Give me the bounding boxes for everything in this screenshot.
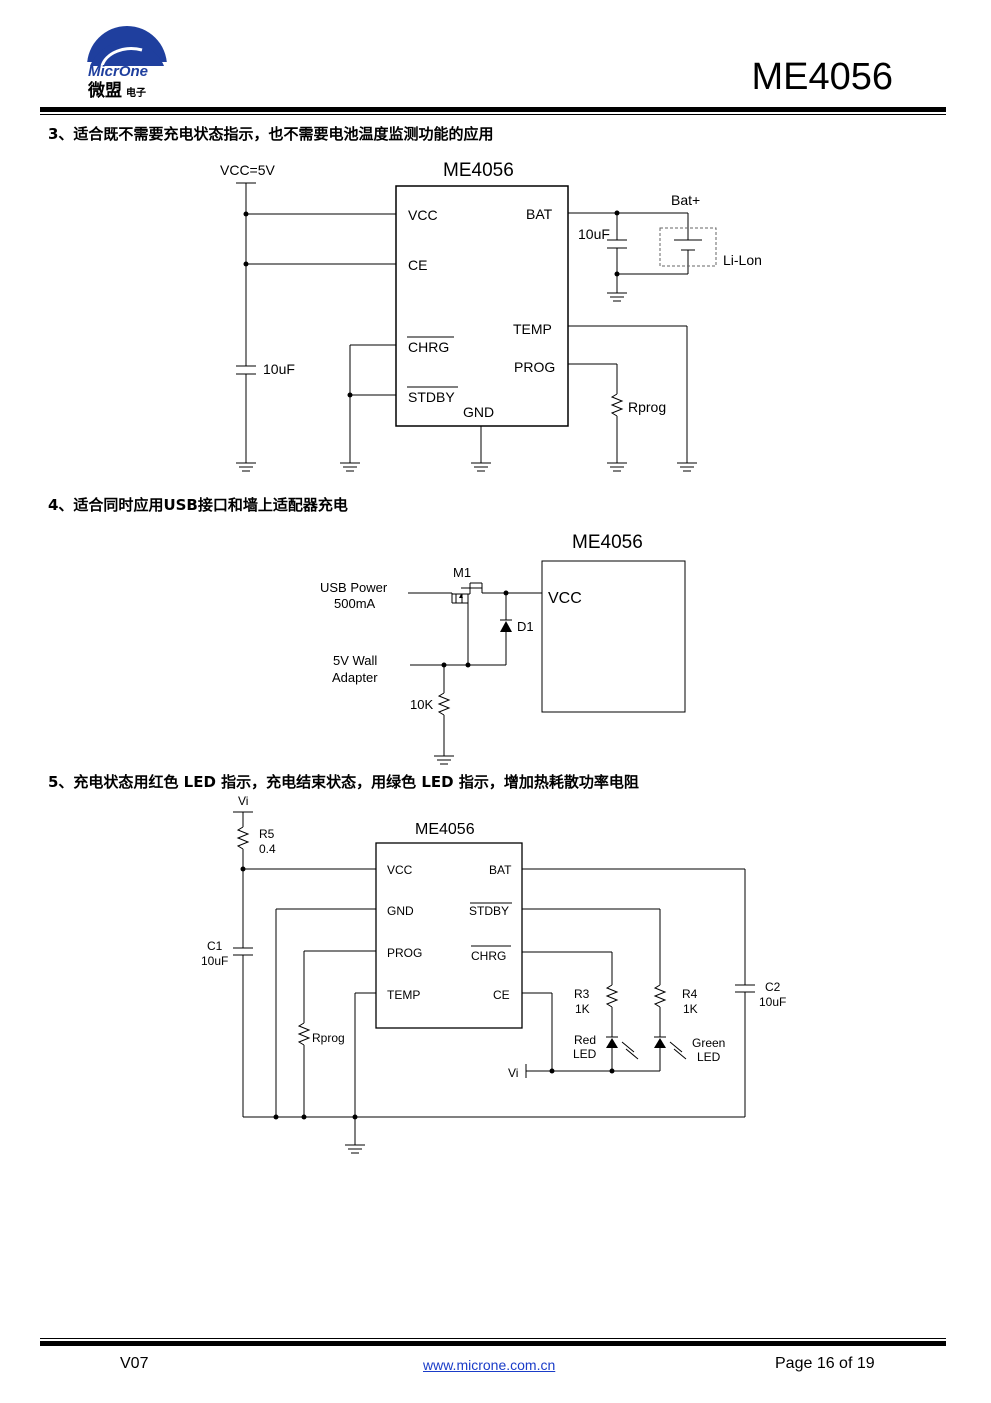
c1-pin-temp: TEMP: [513, 321, 552, 337]
c3-pin-ce: CE: [493, 988, 510, 1002]
c3-pin-gnd: GND: [387, 904, 414, 918]
c2-diode: D1: [517, 619, 534, 634]
c1-cap-in: 10uF: [263, 361, 295, 377]
c1-vcc-label: VCC=5V: [220, 162, 276, 178]
c3-c2-name: C2: [765, 980, 781, 994]
c2-resistor: 10K: [410, 697, 433, 712]
section-3-heading: 3、适合既不需要充电状态指示，也不需要电池温度监测功能的应用: [48, 125, 494, 143]
c1-pin-gnd: GND: [463, 404, 494, 420]
c2-pin-vcc: VCC: [548, 590, 582, 607]
c1-chip-name: ME4056: [443, 160, 514, 181]
c3-r3-name: R3: [574, 987, 590, 1001]
logo-cn: 微盟: [87, 80, 122, 98]
footer-rule-thin: [40, 1338, 946, 1339]
c3-red-line1: Red: [574, 1033, 596, 1047]
c1-battery: Li-Lon: [723, 252, 762, 268]
c1-pin-prog: PROG: [514, 359, 555, 375]
c2-chip-name: ME4056: [572, 532, 643, 553]
c1-bat-plus: Bat+: [671, 192, 700, 208]
c2-mosfet: M1: [453, 565, 471, 580]
c3-green-line2: LED: [697, 1050, 721, 1064]
logo-cn-small: 电子: [126, 86, 146, 98]
header-rule-thin: [40, 114, 946, 115]
c3-pin-chrg: CHRG: [471, 949, 506, 963]
footer-version: V07: [120, 1355, 149, 1372]
c2-wall-line2: Adapter: [332, 670, 378, 685]
c1-rprog: Rprog: [628, 399, 666, 415]
c1-pin-bat: BAT: [526, 206, 553, 222]
c3-r4-name: R4: [682, 987, 698, 1001]
c3-pin-vcc: VCC: [387, 863, 413, 877]
c3-r5-value: 0.4: [259, 842, 276, 856]
c3-vi-top: Vi: [238, 794, 248, 808]
c3-r3-value: 1K: [575, 1002, 590, 1016]
section-4-heading: 4、适合同时应用USB接口和墙上适配器充电: [48, 496, 348, 514]
c1-pin-ce: CE: [408, 257, 427, 273]
c3-vi-bottom: Vi: [508, 1066, 518, 1080]
c3-r4-value: 1K: [683, 1002, 698, 1016]
c2-usb-line2: 500mA: [334, 596, 376, 611]
c1-pin-vcc: VCC: [408, 207, 438, 223]
part-number: ME4056: [751, 56, 893, 98]
c3-r5-name: R5: [259, 827, 275, 841]
c2-usb-line1: USB Power: [320, 580, 388, 595]
c3-green-line1: Green: [692, 1036, 725, 1050]
c3-red-line2: LED: [573, 1047, 597, 1061]
c2-wall-line1: 5V Wall: [333, 653, 377, 668]
c3-pin-prog: PROG: [387, 946, 422, 960]
logo-text: MicrOne: [88, 63, 148, 80]
c1-pin-stdby: STDBY: [408, 389, 455, 405]
section-5-heading: 5、充电状态用红色 LED 指示，充电结束状态，用绿色 LED 指示，增加热耗散…: [48, 773, 639, 791]
c3-c1-value: 10uF: [201, 954, 228, 968]
c3-pin-bat: BAT: [489, 863, 512, 877]
c3-pin-temp: TEMP: [387, 988, 420, 1002]
c3-c1-name: C1: [207, 939, 223, 953]
header-rule: [40, 107, 946, 112]
c3-chip-name: ME4056: [415, 821, 475, 838]
footer-url-link[interactable]: www.microne.com.cn: [423, 1357, 556, 1373]
footer-page-number: Page 16 of 19: [775, 1355, 875, 1372]
c3-rprog: Rprog: [312, 1031, 345, 1045]
footer-rule: [40, 1341, 946, 1346]
c1-pin-chrg: CHRG: [408, 339, 449, 355]
microne-logo: MicrOne 微盟 电子: [82, 26, 172, 98]
c1-cap-bat: 10uF: [578, 226, 610, 242]
c3-c2-value: 10uF: [759, 995, 786, 1009]
c3-pin-stdby: STDBY: [469, 904, 509, 918]
